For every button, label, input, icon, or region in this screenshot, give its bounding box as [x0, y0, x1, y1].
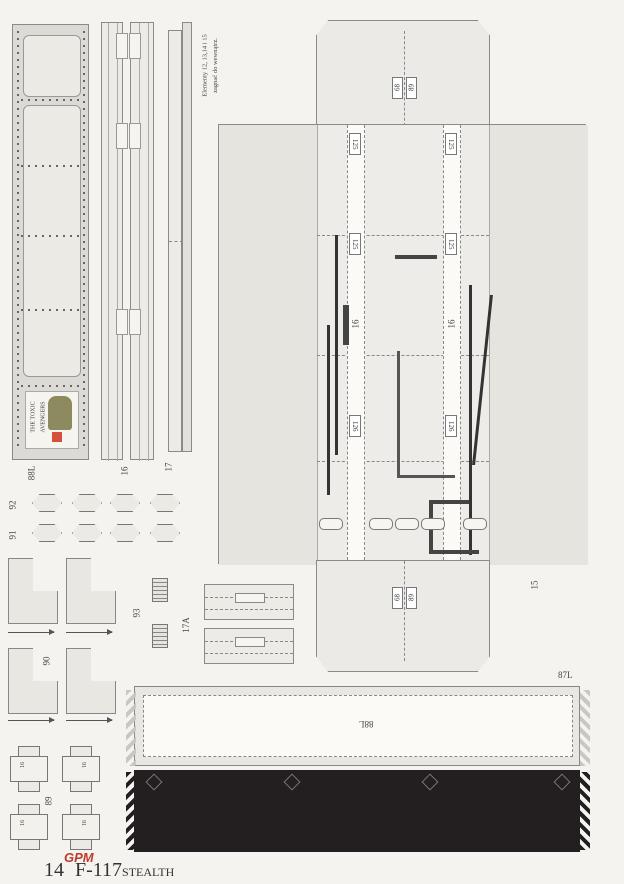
number-126: 126	[349, 415, 361, 437]
part-l-shape	[66, 648, 116, 714]
number-125: 125	[349, 233, 361, 255]
part-89-cross: 16	[10, 804, 48, 850]
decal-badge	[52, 432, 62, 442]
pipe	[327, 325, 330, 495]
number-68: 68	[392, 587, 403, 609]
rail-16-right	[443, 125, 461, 565]
pipe	[469, 285, 472, 555]
pipe	[335, 235, 338, 455]
part-15-main: 125 125 125 125 16 16 126 126	[218, 124, 588, 565]
pipe	[429, 500, 469, 504]
label-93: 93	[131, 608, 142, 618]
toxic-avengers-decal: THE TOXIC AVENGERS	[25, 391, 79, 449]
zigzag-right	[580, 690, 590, 766]
part-92	[32, 494, 62, 512]
part-17a	[204, 584, 294, 620]
label-89: 89	[43, 796, 54, 806]
label-90: 90	[41, 656, 52, 666]
slot	[369, 518, 393, 530]
page-number: 14	[44, 859, 64, 881]
part-17-strip	[168, 30, 183, 452]
rail-16-left	[347, 125, 365, 565]
part-88l-panel: THE TOXIC AVENGERS	[12, 24, 89, 460]
number-89: 89	[406, 77, 417, 99]
label-92: 92	[7, 500, 18, 510]
part-17a	[204, 628, 294, 664]
label-91: 91	[7, 530, 18, 540]
assembly-note-line2: zagnać do wewnątrz.	[211, 38, 219, 93]
zigzag-right-dark	[580, 772, 590, 850]
part-93	[152, 624, 168, 648]
part-number-16: 16	[20, 820, 26, 826]
part-88l-bottom-panel: 88L	[134, 686, 580, 766]
part-15-bottom-flap: 68 89	[316, 560, 490, 672]
label-15: 15	[529, 580, 540, 590]
slot	[395, 518, 419, 530]
part-93	[152, 578, 168, 602]
decal-line1: THE TOXIC	[30, 401, 37, 433]
slot	[463, 518, 487, 530]
rail-label-16: 16	[350, 319, 361, 329]
number-68: 68	[392, 77, 403, 99]
dark-panel	[134, 770, 580, 852]
part-89-cross: 91	[62, 804, 100, 850]
part-number-91: 91	[80, 762, 86, 768]
part-15-top-flap: 68 89	[316, 20, 490, 130]
part-91	[110, 524, 140, 542]
part-92	[110, 494, 140, 512]
pipe	[343, 305, 349, 345]
part-89-cross: 91	[62, 746, 100, 792]
pipe	[397, 351, 400, 475]
label-88l: 88L	[26, 465, 37, 481]
number-125: 125	[349, 133, 361, 155]
label-17: 17	[163, 462, 174, 472]
decal-line2: AVENGERS	[40, 401, 47, 433]
rail-label-16: 16	[446, 319, 457, 329]
part-l-shape	[66, 558, 116, 624]
number-125: 125	[445, 133, 457, 155]
part-16-strip	[129, 22, 154, 461]
panel-label-88l: 88L	[359, 719, 374, 729]
label-87l: 87L	[558, 670, 573, 680]
hatch-bar	[395, 255, 437, 259]
page-footer: 14 GPM F-117STEALTH	[44, 850, 175, 882]
part-92	[150, 494, 180, 512]
pipe	[429, 550, 479, 554]
panel-window	[23, 35, 81, 97]
part-number-16: 16	[20, 762, 26, 768]
model-name: F-117	[75, 859, 123, 881]
zigzag-left-dark	[126, 772, 136, 850]
model-sub: STEALTH	[122, 865, 175, 879]
part-91	[150, 524, 180, 542]
part-17-strip	[182, 22, 192, 452]
slot	[319, 518, 343, 530]
part-16-strip	[101, 22, 128, 461]
number-125: 125	[445, 233, 457, 255]
part-92	[72, 494, 102, 512]
label-16: 16	[119, 466, 130, 476]
brand-logo: GPM	[64, 850, 94, 865]
part-l-shape	[8, 558, 58, 624]
slot	[421, 518, 445, 530]
part-89-cross: 16	[10, 746, 48, 792]
number-126: 126	[445, 415, 457, 437]
panel-window	[23, 105, 81, 377]
part-91	[72, 524, 102, 542]
label-17a: 17A	[180, 617, 191, 633]
zigzag-left	[126, 690, 136, 766]
part-91	[32, 524, 62, 542]
number-89: 89	[406, 587, 417, 609]
pipe	[397, 475, 455, 478]
assembly-note-line1: Elementy 12, 13,14 i 15	[201, 34, 209, 97]
part-number-91: 91	[80, 820, 86, 826]
decal-figure	[48, 396, 72, 430]
